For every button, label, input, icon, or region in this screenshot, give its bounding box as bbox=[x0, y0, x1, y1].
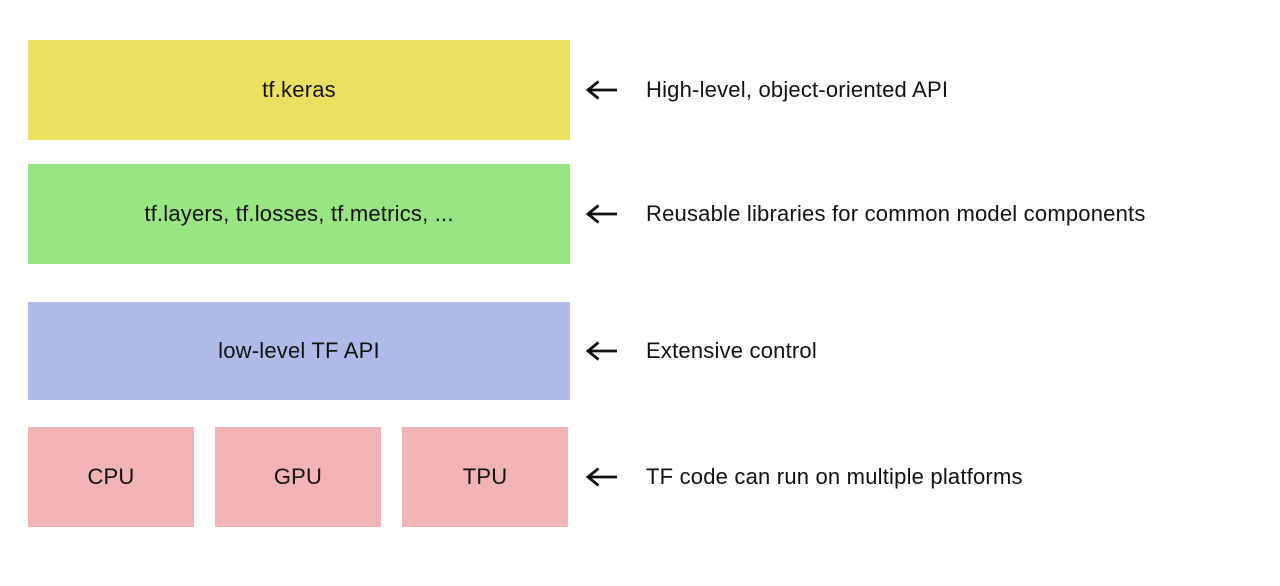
platform-box-cpu: CPU bbox=[28, 427, 194, 527]
annotation-multiple-platforms: TF code can run on multiple platforms bbox=[646, 464, 1023, 489]
annotation-reusable-libraries: Reusable libraries for common model comp… bbox=[646, 201, 1146, 226]
annotation-high-level-api: High-level, object-oriented API bbox=[646, 77, 949, 102]
layer-box-low-level-api: low-level TF API bbox=[28, 302, 570, 400]
layer-box-tf-keras: tf.keras bbox=[28, 40, 570, 140]
row-libraries: tf.layers, tf.losses, tf.metrics, ... Re… bbox=[0, 164, 1280, 264]
left-arrow-icon bbox=[585, 341, 617, 361]
layer-box-libraries: tf.layers, tf.losses, tf.metrics, ... bbox=[28, 164, 570, 264]
platform-box-tpu: TPU bbox=[402, 427, 568, 527]
row-platforms: CPU GPU TPU TF code can run on multiple … bbox=[0, 427, 1280, 527]
left-arrow-icon bbox=[585, 467, 617, 487]
row-tf-keras: tf.keras High-level, object-oriented API bbox=[0, 40, 1280, 140]
left-arrow-icon bbox=[585, 80, 617, 100]
left-arrow-icon bbox=[585, 204, 617, 224]
annotation-extensive-control: Extensive control bbox=[646, 338, 817, 363]
platform-box-gpu: GPU bbox=[215, 427, 381, 527]
row-low-level-api: low-level TF API Extensive control bbox=[0, 302, 1280, 400]
